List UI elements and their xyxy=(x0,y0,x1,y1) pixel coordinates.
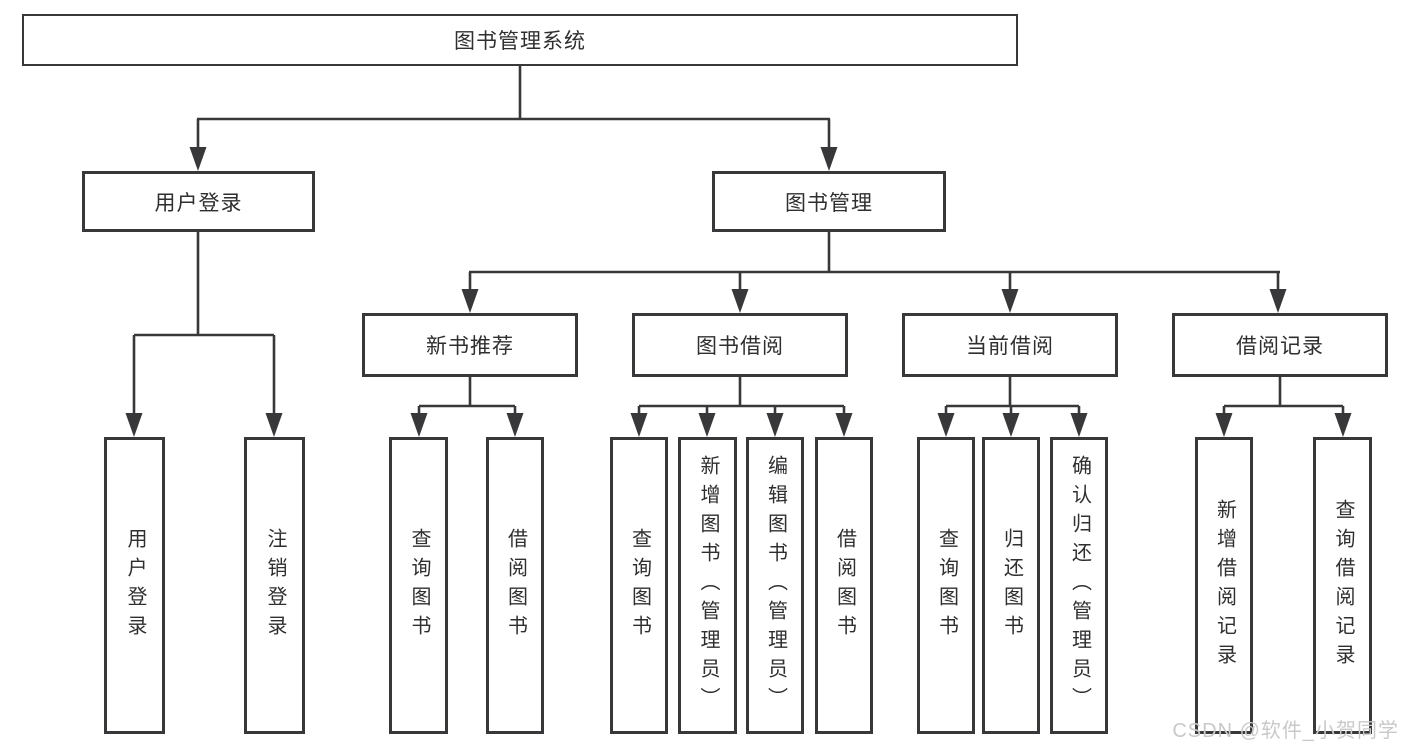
node-label: 新增图书（管理员） xyxy=(697,455,719,716)
node-label: 查询图书 xyxy=(408,527,430,644)
node-label: 借阅记录 xyxy=(1236,335,1324,358)
node-label: 确认归还（管理员） xyxy=(1068,455,1091,716)
node-book-management: 图书管理 xyxy=(712,171,946,232)
node-label: 编辑图书（管理员） xyxy=(764,455,787,716)
leaf-user-login: 用户登录 xyxy=(104,437,165,734)
node-library-management-system: 图书管理系统 xyxy=(22,14,1018,66)
node-label: 用户登录 xyxy=(154,191,243,215)
leaf-confirm-return-admin: 确认归还（管理员） xyxy=(1050,437,1108,734)
node-label: 新增借阅记录 xyxy=(1213,498,1236,673)
node-label: 图书管理 xyxy=(785,191,873,215)
node-label: 查询图书 xyxy=(935,527,958,644)
leaf-add-book-admin: 新增图书（管理员） xyxy=(678,437,737,734)
node-label: 查询图书 xyxy=(628,527,651,644)
node-label: 查询借阅记录 xyxy=(1332,498,1354,673)
leaf-query-borrow-record: 查询借阅记录 xyxy=(1313,437,1372,734)
node-borrowing-records: 借阅记录 xyxy=(1172,313,1388,377)
leaf-borrow-books-recommend: 借阅图书 xyxy=(486,437,544,734)
node-label: 新书推荐 xyxy=(426,335,514,358)
node-label: 图书管理系统 xyxy=(454,30,586,53)
node-label: 归还图书 xyxy=(1000,527,1023,644)
node-new-book-recommendation: 新书推荐 xyxy=(362,313,578,377)
csdn-watermark: CSDN @软件_小贺同学 xyxy=(1172,720,1399,742)
leaf-query-books-recommend: 查询图书 xyxy=(389,437,448,734)
node-label: 图书借阅 xyxy=(696,335,784,358)
node-current-borrowing: 当前借阅 xyxy=(902,313,1118,377)
leaf-add-borrow-record: 新增借阅记录 xyxy=(1195,437,1253,734)
node-label: 借阅图书 xyxy=(504,527,527,644)
leaf-logout: 注销登录 xyxy=(244,437,305,734)
node-label: 借阅图书 xyxy=(833,527,856,644)
leaf-borrow-books: 借阅图书 xyxy=(815,437,873,734)
leaf-return-books: 归还图书 xyxy=(982,437,1040,734)
node-user-login: 用户登录 xyxy=(82,171,315,232)
node-label: 当前借阅 xyxy=(966,335,1054,358)
node-book-borrowing: 图书借阅 xyxy=(632,313,848,377)
leaf-query-books-current: 查询图书 xyxy=(917,437,975,734)
leaf-edit-book-admin: 编辑图书（管理员） xyxy=(746,437,804,734)
leaf-query-books-borrow: 查询图书 xyxy=(610,437,668,734)
node-label: 用户登录 xyxy=(124,527,146,644)
node-label: 注销登录 xyxy=(264,527,286,644)
